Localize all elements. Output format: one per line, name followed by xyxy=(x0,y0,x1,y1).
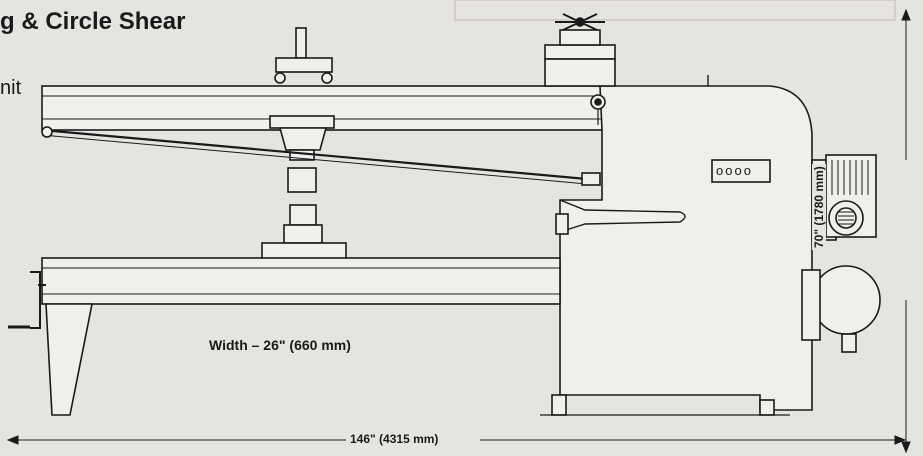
clamp-handle xyxy=(581,172,601,186)
height-dimension-label: 70" (1780 mm) xyxy=(812,164,826,250)
foot-front xyxy=(551,394,567,416)
radius-tie-rod xyxy=(41,128,599,182)
foot-rear xyxy=(759,399,775,416)
left-leg xyxy=(45,303,93,416)
page-subtitle: nit xyxy=(0,77,22,99)
lower-bed xyxy=(41,257,561,305)
work-rest xyxy=(559,199,686,233)
width-dimension-label: Width – 26" (660 mm) xyxy=(209,337,351,353)
drive-pulley xyxy=(811,265,881,335)
page-title: g & Circle Shear xyxy=(0,8,186,35)
upper-spindle-post xyxy=(295,27,307,59)
hand-crank xyxy=(30,271,41,329)
upper-cutter-wheel xyxy=(287,167,317,193)
machine-frame xyxy=(559,85,813,411)
ghost-header-box xyxy=(454,0,896,21)
upper-cutter-housing xyxy=(278,127,328,151)
dimension-lines xyxy=(6,8,911,454)
length-dimension-label: 146" (4315 mm) xyxy=(348,432,441,446)
motor-fan xyxy=(828,200,864,236)
top-cap xyxy=(544,44,616,60)
upper-spindle-carriage xyxy=(275,57,333,73)
lower-cutter-wheel xyxy=(289,204,317,226)
gauge-box xyxy=(711,159,771,183)
gauge-label: oooo xyxy=(716,163,753,178)
